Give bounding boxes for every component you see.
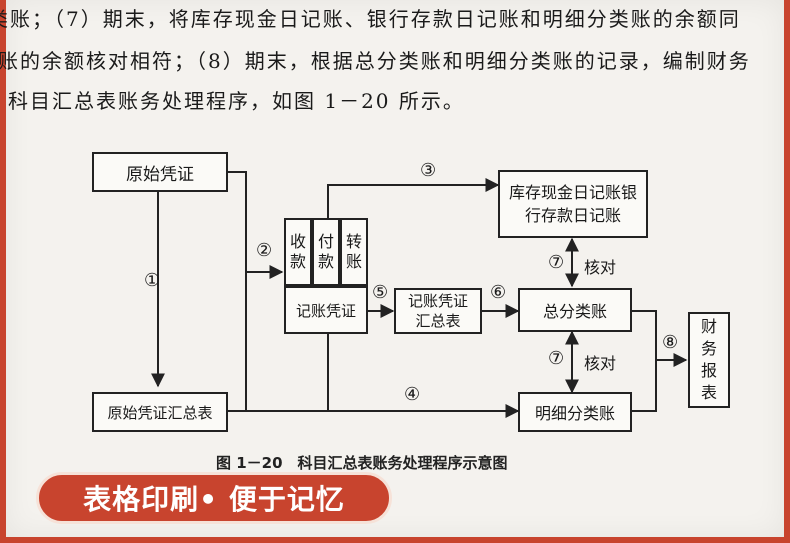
- text-line-1: 类账；（7）期末，将库存现金日记账、银行存款日记账和明细分类账的余额同: [0, 7, 741, 31]
- source-voucher-summary-box: 原始凭证汇总表: [92, 392, 228, 432]
- step-1-label: ①: [144, 270, 161, 291]
- promo-banner: 表格印刷• 便于记忆: [36, 472, 392, 524]
- step-2-label: ②: [256, 240, 273, 261]
- step-3-label: ③: [420, 160, 437, 181]
- flowchart-connectors: [151, 171, 688, 418]
- payment-voucher-box: 付款: [312, 218, 340, 286]
- transfer-voucher-box: 转账: [340, 218, 368, 286]
- text-line-2: 账的余额核对相符；（8）期末，根据总分类账和明细分类账的记录，编制财务: [0, 49, 751, 73]
- check-lower-label: 核对: [584, 354, 617, 373]
- step-6-label: ⑥: [490, 282, 507, 303]
- subsidiary-ledger-box: 明细分类账: [518, 392, 632, 432]
- general-ledger-box: 总分类账: [518, 288, 632, 332]
- journal-voucher-box: 记账凭证: [284, 286, 368, 334]
- journal-voucher-summary-box: 记账凭证汇总表: [394, 288, 482, 334]
- step-8-label: ⑧: [662, 332, 679, 353]
- step-7-upper-label: ⑦: [548, 252, 565, 273]
- original-voucher-box: 原始凭证: [92, 152, 228, 192]
- text-line-3: 科目汇总表账务处理程序，如图 1－20 所示。: [8, 89, 465, 113]
- cash-bank-journal-box: 库存现金日记账银行存款日记账: [498, 170, 648, 238]
- financial-report-box: 财务报表: [688, 312, 730, 408]
- figure-caption: 图 1－20 科目汇总表账务处理程序示意图: [216, 454, 508, 472]
- receipt-voucher-box: 收款: [284, 218, 312, 286]
- step-5-label: ⑤: [372, 282, 389, 303]
- step-4-label: ④: [404, 384, 421, 405]
- check-upper-label: 核对: [584, 258, 617, 277]
- step-7-lower-label: ⑦: [548, 348, 565, 369]
